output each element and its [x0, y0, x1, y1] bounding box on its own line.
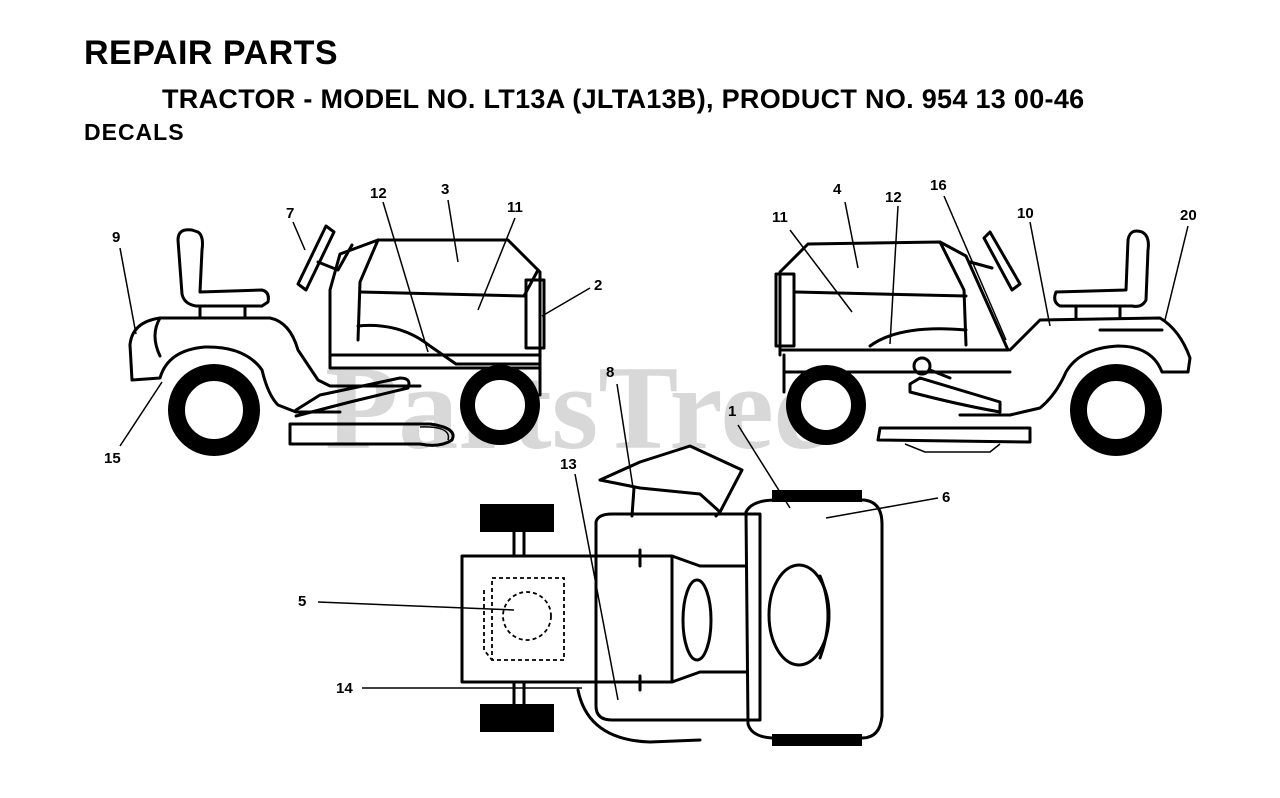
callout-4: 4	[833, 181, 842, 198]
callout-7: 7	[286, 205, 294, 222]
callout-10: 10	[1017, 205, 1034, 222]
callout-11: 11	[507, 199, 523, 216]
tractor-left-side-view	[119, 199, 591, 456]
callout-12-right: 12	[885, 189, 902, 206]
callout-9: 9	[112, 229, 120, 246]
tractor-top-view	[317, 383, 939, 746]
callout-3: 3	[441, 181, 449, 198]
callout-2: 2	[594, 277, 602, 294]
callout-12: 12	[370, 185, 387, 202]
callout-1: 1	[728, 403, 736, 420]
callout-15: 15	[104, 450, 121, 467]
callout-13: 13	[560, 456, 577, 473]
watermark: PartsTree	[325, 341, 827, 474]
tractor-right-side-view	[774, 195, 1192, 456]
callout-11-right: 11	[772, 209, 788, 226]
model-subtitle: TRACTOR - MODEL NO. LT13A (JLTA13B), PRO…	[162, 84, 1085, 114]
page-title: REPAIR PARTS	[84, 34, 339, 72]
callout-16: 16	[930, 177, 947, 194]
callout-8: 8	[606, 364, 614, 381]
callout-6: 6	[942, 489, 950, 506]
section-heading: DECALS	[84, 119, 185, 145]
callout-20: 20	[1180, 207, 1197, 224]
callout-14: 14	[336, 680, 353, 697]
callout-5: 5	[298, 593, 306, 610]
